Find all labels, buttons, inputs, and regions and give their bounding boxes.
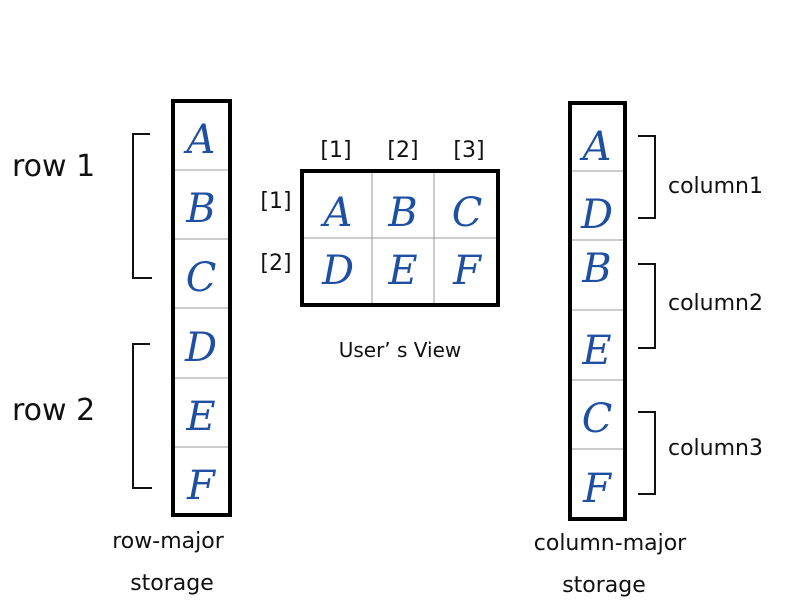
row-major-cell: F	[186, 463, 216, 509]
column1-bracket	[638, 135, 656, 219]
row-major-storage: A B C D E F row 1 row 2 row-major storag…	[12, 99, 232, 596]
column-index: [2]	[387, 138, 418, 163]
row-major-cell: B	[185, 186, 215, 232]
row2-label: row 2	[12, 393, 95, 428]
column-index: [3]	[453, 138, 484, 163]
row-major-cell: C	[186, 255, 217, 301]
column3-bracket	[638, 411, 656, 495]
user-view-matrix: [1] [2] [3] [1] [2] A B C D E F User’ s …	[260, 138, 500, 362]
column2-label: column2	[668, 291, 763, 316]
column2-bracket	[638, 263, 656, 349]
row-major-cell: A	[183, 117, 216, 163]
row-major-cell: E	[185, 394, 215, 440]
column3-label: column3	[668, 436, 763, 461]
matrix-cell: F	[452, 248, 482, 294]
column-major-cell: B	[581, 246, 611, 292]
matrix-frame	[300, 169, 500, 307]
column-major-frame	[568, 101, 627, 521]
row2-bracket	[132, 343, 152, 489]
row-major-cell: D	[184, 325, 217, 371]
user-view-caption: User’ s View	[339, 338, 462, 362]
matrix-cell: E	[387, 248, 417, 294]
matrix-cell: C	[452, 190, 483, 236]
matrix-cell: B	[387, 190, 417, 236]
column-index: [1]	[320, 138, 351, 163]
row-index: [1]	[260, 189, 291, 214]
column-major-caption-storage: storage	[562, 573, 646, 598]
column-major-cell: C	[582, 396, 613, 442]
column-major-cell: E	[581, 328, 611, 374]
row-major-caption-storage: storage	[130, 571, 214, 596]
column-major-cell: A	[579, 124, 612, 170]
row-major-frame	[171, 99, 232, 517]
row-index: [2]	[260, 251, 291, 276]
matrix-cell: A	[320, 190, 353, 236]
column-major-cell: D	[580, 192, 613, 238]
row1-label: row 1	[12, 149, 95, 184]
row1-bracket	[132, 133, 152, 279]
matrix-cell: D	[321, 248, 354, 294]
column-major-storage: A D B E C F column1 column2 column3 colu…	[534, 101, 763, 598]
column1-label: column1	[668, 174, 763, 199]
row-major-caption: row-major	[112, 529, 224, 554]
column-major-caption: column-major	[534, 531, 687, 556]
column-major-cell: F	[582, 466, 612, 512]
